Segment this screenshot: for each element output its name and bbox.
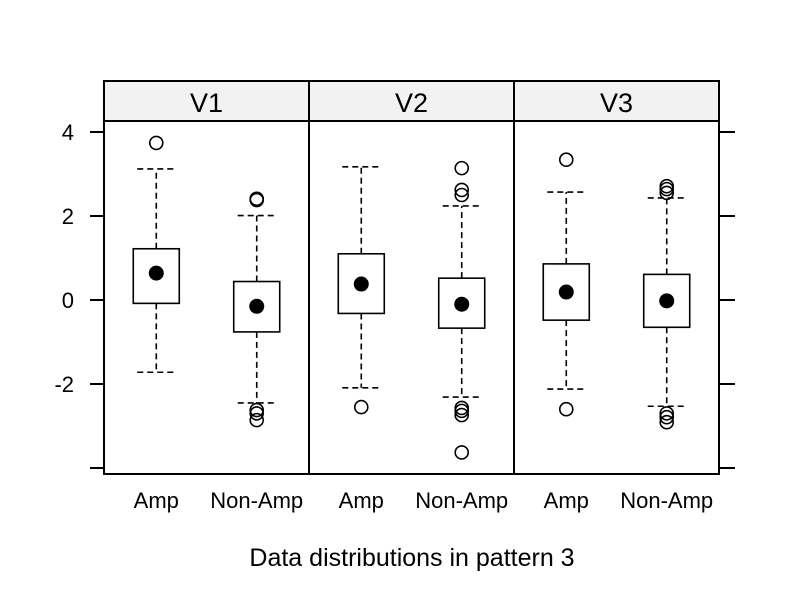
x-tick-label-non-amp: Non-Amp	[415, 488, 508, 513]
outlier-point	[659, 406, 675, 421]
y-tick-label: 0	[62, 288, 74, 313]
x-tick-label-amp: Amp	[339, 488, 384, 513]
median-point	[659, 293, 675, 309]
x-axis-category-labels: Amp Non-Amp Amp Non-Amp Amp Non-Amp	[134, 488, 714, 513]
outlier-point	[454, 160, 470, 176]
outlier-point	[558, 152, 574, 168]
plot-frame	[103, 80, 720, 475]
box-iqr	[232, 280, 281, 333]
box-v3-non-amp	[642, 178, 691, 430]
box-v1-amp	[132, 135, 181, 374]
x-axis-title: Data distributions in pattern 3	[249, 544, 574, 572]
median-point	[558, 284, 574, 300]
panel-label-v3: V3	[600, 88, 633, 118]
panel-strips: V1 V2 V3	[104, 81, 719, 121]
outlier-point	[249, 412, 265, 428]
median-point	[454, 296, 470, 312]
x-tick-label-non-amp: Non-Amp	[620, 488, 713, 513]
outlier-point	[249, 402, 265, 418]
outlier-point	[659, 414, 675, 430]
y-tick-label: 4	[62, 120, 74, 145]
panel-label-v1: V1	[190, 88, 223, 118]
panel-label-v2: V2	[395, 88, 428, 118]
median-point	[148, 265, 164, 281]
outlier-point	[558, 401, 574, 417]
median-point	[249, 298, 265, 314]
outlier-point	[454, 445, 470, 460]
outlier-point	[249, 192, 265, 208]
outlier-point	[454, 187, 470, 203]
outlier-point	[659, 181, 675, 197]
box-plots	[132, 135, 691, 460]
box-iqr	[642, 273, 691, 329]
panel-strip-v3	[514, 81, 719, 121]
x-tick-label-non-amp: Non-Amp	[210, 488, 303, 513]
y-tick-label: -2	[54, 372, 74, 397]
outlier-point	[148, 135, 164, 151]
median-point	[353, 276, 369, 292]
y-axis-ticks: -2 0 2 4	[54, 120, 735, 469]
box-v2-non-amp	[437, 160, 486, 460]
panel-strip-v1	[104, 81, 309, 121]
outlier-point	[454, 407, 470, 423]
outlier-point	[659, 185, 675, 201]
x-tick-label-amp: Amp	[544, 488, 589, 513]
panel-strip-v2	[309, 81, 514, 121]
outlier-point	[454, 403, 470, 419]
panel-frames	[103, 80, 720, 475]
box-v3-amp	[542, 152, 591, 417]
outlier-point	[659, 409, 675, 425]
outlier-point	[249, 406, 265, 421]
box-v1-non-amp	[232, 191, 281, 428]
outlier-point	[454, 182, 470, 198]
y-tick-label: 2	[62, 204, 74, 229]
box-v2-amp	[337, 166, 386, 415]
outlier-point	[353, 399, 369, 415]
box-iqr	[132, 247, 181, 305]
x-tick-label-amp: Amp	[134, 488, 179, 513]
